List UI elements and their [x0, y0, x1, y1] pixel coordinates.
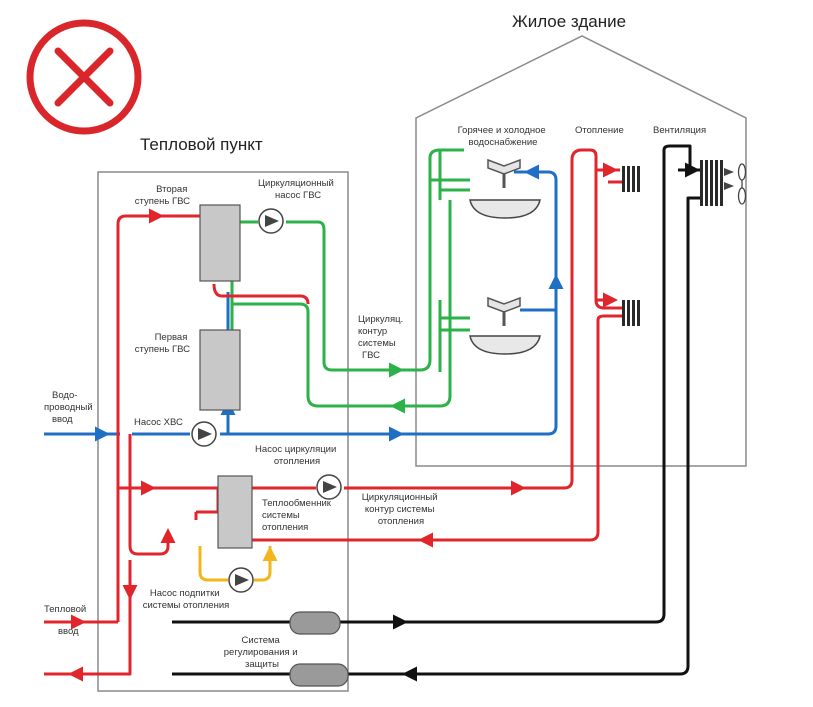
x-circle-icon: [26, 19, 142, 135]
radiator-icon: [622, 166, 640, 192]
heating-circulation-pump: [316, 474, 342, 500]
sink-icon: [469, 335, 541, 355]
label-first-stage: Первая ступень ГВС: [135, 332, 190, 355]
label-heat-loop: Циркуляционный контур системы отопления: [362, 492, 440, 527]
label-dhw-loop: Циркуляц. контур системы ГВС: [358, 314, 406, 361]
label-heat-exchanger: Теплообменник системы отопления: [262, 498, 334, 533]
dhw-circulation-pump: [258, 208, 284, 234]
makeup-pump: [228, 567, 254, 593]
control-device: [289, 611, 341, 635]
label-second-stage: Вторая ступень ГВС: [135, 184, 190, 207]
ventilation-heater-icon: [700, 160, 723, 206]
label-water-inlet: Водо- проводный ввод: [44, 390, 95, 425]
label-cold-pump: Насос ХВС: [134, 417, 183, 428]
label-heating: Отопление: [575, 125, 624, 136]
heating-heat-exchanger: [217, 475, 253, 549]
control-device: [289, 663, 349, 687]
heating-pipes: [44, 148, 622, 676]
station-title: Тепловой пункт: [140, 135, 263, 154]
cold-water-pump: [191, 421, 217, 447]
label-control: Система регулирования и защиты: [224, 635, 301, 670]
radiator-icon: [622, 300, 640, 326]
ventilation-pipes: [172, 144, 700, 676]
label-dhw-pump: Циркуляционный насос ГВС: [258, 178, 336, 201]
building-title: Жилое здание: [512, 12, 626, 31]
label-heat-pump: Насос циркуляции отопления: [255, 444, 339, 467]
sink-icon: [469, 199, 541, 219]
dhw-circulation-pipes: [220, 148, 470, 412]
building-outline: [415, 35, 747, 467]
label-heat-inlet: Тепловой ввод: [44, 604, 89, 637]
dhw-second-stage-exchanger: [199, 204, 241, 282]
fan-icon: [724, 163, 747, 205]
label-water-supply: Горячее и холодное водоснабжение: [458, 125, 549, 148]
label-makeup-pump: Насос подпитки системы отопления: [143, 588, 230, 611]
faucet-icon: [487, 158, 521, 188]
makeup-pipes: [198, 546, 272, 582]
label-ventilation: Вентиляция: [653, 125, 706, 136]
dhw-first-stage-exchanger: [199, 329, 241, 411]
faucet-icon: [487, 296, 521, 326]
